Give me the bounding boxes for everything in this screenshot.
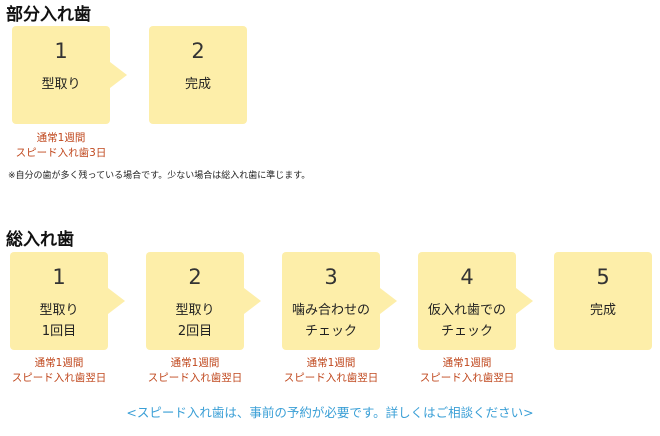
full-section-title: 総入れ歯 (6, 230, 74, 250)
step-arrow-icon (380, 288, 397, 314)
full-step-1-duration: 通常1週間 スピード入れ歯翌日 (0, 356, 124, 386)
step-label-line: 噛み合わせの (291, 303, 370, 318)
step-label-line: 完成 (184, 77, 211, 92)
partial-step-2: 2 完成 (149, 26, 247, 124)
duration-speed: スピード入れ歯翌日 (11, 372, 107, 384)
full-step-4-duration: 通常1週間 スピード入れ歯翌日 (402, 356, 532, 386)
step-label-line: 1回目 (41, 324, 77, 339)
step-label: 噛み合わせの チェック (282, 300, 380, 342)
step-arrow-icon (108, 288, 125, 314)
partial-step-1-duration: 通常1週間 スピード入れ歯3日 (0, 131, 126, 161)
duration-normal: 通常1週間 (170, 357, 220, 369)
step-label: 仮入れ歯での チェック (418, 300, 516, 342)
full-step-1: 1 型取り 1回目 (10, 252, 108, 350)
step-number: 1 (54, 39, 68, 63)
duration-speed: スピード入れ歯翌日 (283, 372, 379, 384)
step-label: 型取り 2回目 (146, 300, 244, 342)
duration-normal: 通常1週間 (36, 132, 86, 144)
step-label-line: 完成 (589, 303, 616, 318)
step-arrow-icon (244, 288, 261, 314)
step-arrow-icon (110, 62, 127, 88)
step-number: 4 (460, 265, 474, 289)
step-number: 1 (52, 265, 66, 289)
speed-denture-reservation-note: <スピード入れ歯は、事前の予約が必要です。詳しくはご相談ください> (126, 405, 534, 420)
partial-step-1: 1 型取り (12, 26, 110, 124)
full-step-3: 3 噛み合わせの チェック (282, 252, 380, 350)
duration-speed: スピード入れ歯3日 (15, 147, 107, 159)
full-step-5: 5 完成 (554, 252, 652, 350)
duration-normal: 通常1週間 (34, 357, 84, 369)
full-step-3-duration: 通常1週間 スピード入れ歯翌日 (266, 356, 396, 386)
step-label-line: 型取り (39, 303, 79, 318)
step-label: 型取り 1回目 (10, 300, 108, 342)
full-step-4: 4 仮入れ歯での チェック (418, 252, 516, 350)
full-step-2: 2 型取り 2回目 (146, 252, 244, 350)
step-label-line: 型取り (41, 77, 81, 92)
step-label-line: 型取り (175, 303, 215, 318)
step-number: 3 (324, 265, 338, 289)
step-label: 型取り (12, 74, 110, 95)
step-label-line: チェック (440, 324, 493, 339)
duration-normal: 通常1週間 (442, 357, 492, 369)
full-step-2-duration: 通常1週間 スピード入れ歯翌日 (130, 356, 260, 386)
duration-speed: スピード入れ歯翌日 (147, 372, 243, 384)
duration-speed: スピード入れ歯翌日 (419, 372, 515, 384)
step-label: 完成 (149, 74, 247, 95)
step-label-line: チェック (304, 324, 357, 339)
partial-section-title: 部分入れ歯 (6, 5, 91, 25)
step-label-line: 2回目 (177, 324, 213, 339)
duration-normal: 通常1週間 (306, 357, 356, 369)
step-arrow-icon (516, 288, 533, 314)
step-number: 2 (188, 265, 202, 289)
step-number: 2 (191, 39, 205, 63)
step-label: 完成 (554, 300, 652, 321)
step-label-line: 仮入れ歯での (427, 303, 506, 318)
step-number: 5 (596, 265, 610, 289)
partial-note: ※自分の歯が多く残っている場合です。少ない場合は総入れ歯に準じます。 (8, 171, 311, 181)
